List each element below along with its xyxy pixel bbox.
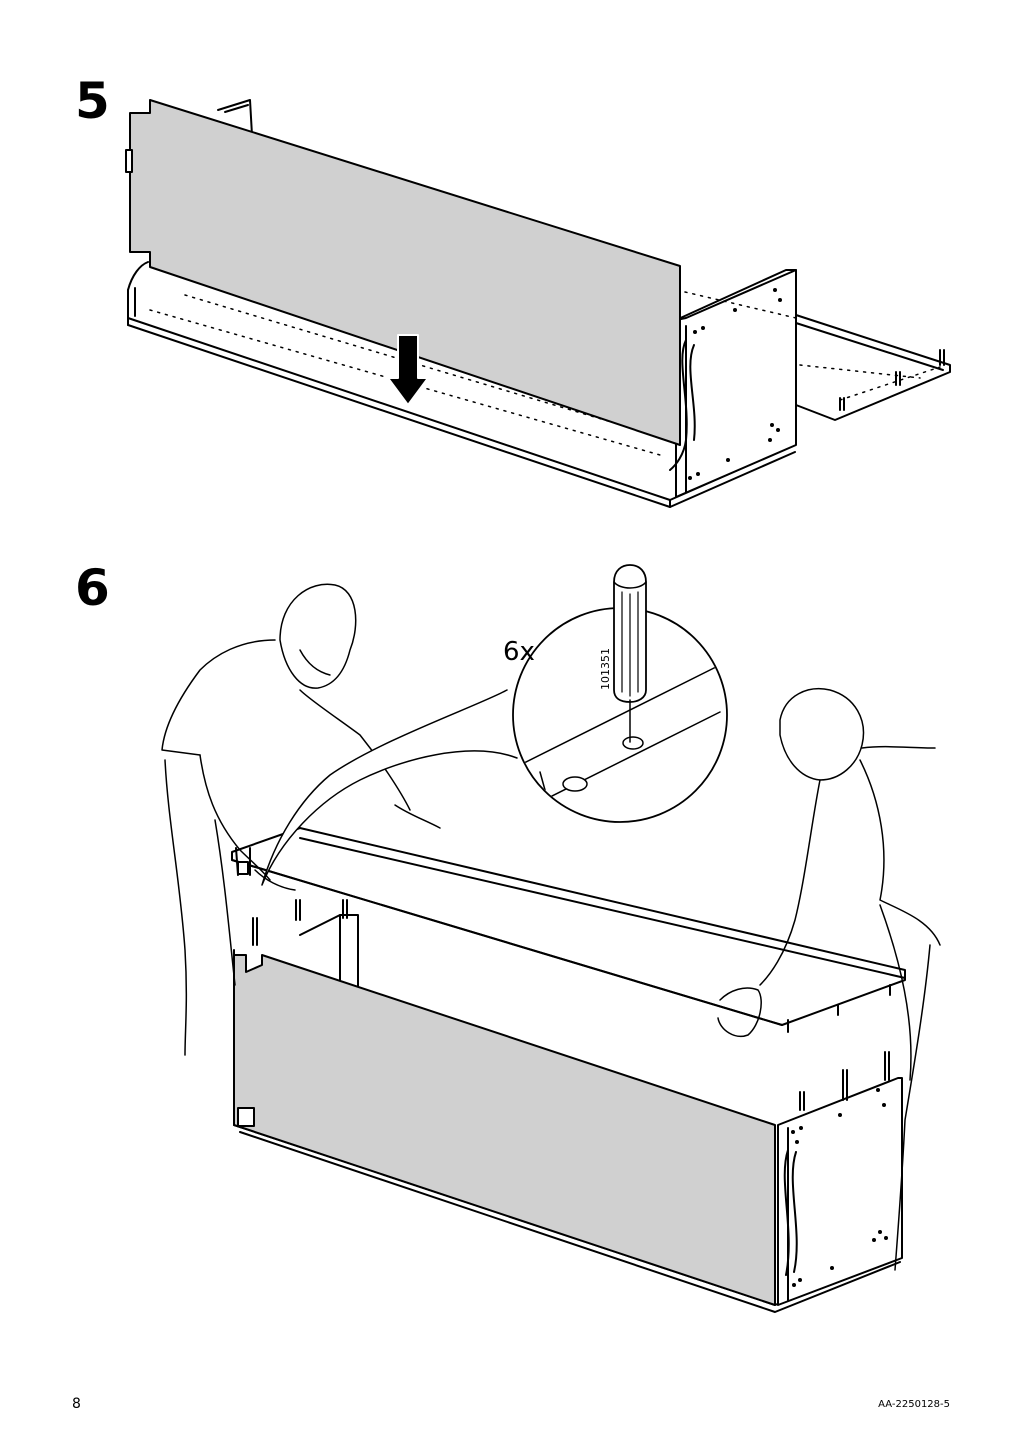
hole-markers xyxy=(688,288,782,480)
person-right-figure xyxy=(717,688,941,1271)
person-left-figure xyxy=(161,583,441,1056)
down-arrow-icon xyxy=(387,334,429,406)
back-panel xyxy=(129,99,681,446)
dowel-part-number: 101351 xyxy=(599,648,612,690)
document-code: AA-2250128-5 xyxy=(878,1399,950,1410)
back-panel xyxy=(233,954,776,1306)
detail-callout: 6x 101351 xyxy=(261,564,728,886)
step-6-number: 6 xyxy=(75,559,110,617)
page-number: 8 xyxy=(72,1396,81,1412)
step-6-illustration: 6x 101351 xyxy=(161,564,941,1313)
dowel-quantity: 6x xyxy=(503,637,535,667)
step-5-number: 5 xyxy=(75,72,110,130)
cabinet-frame xyxy=(127,99,951,508)
step-5-illustration xyxy=(125,99,951,508)
